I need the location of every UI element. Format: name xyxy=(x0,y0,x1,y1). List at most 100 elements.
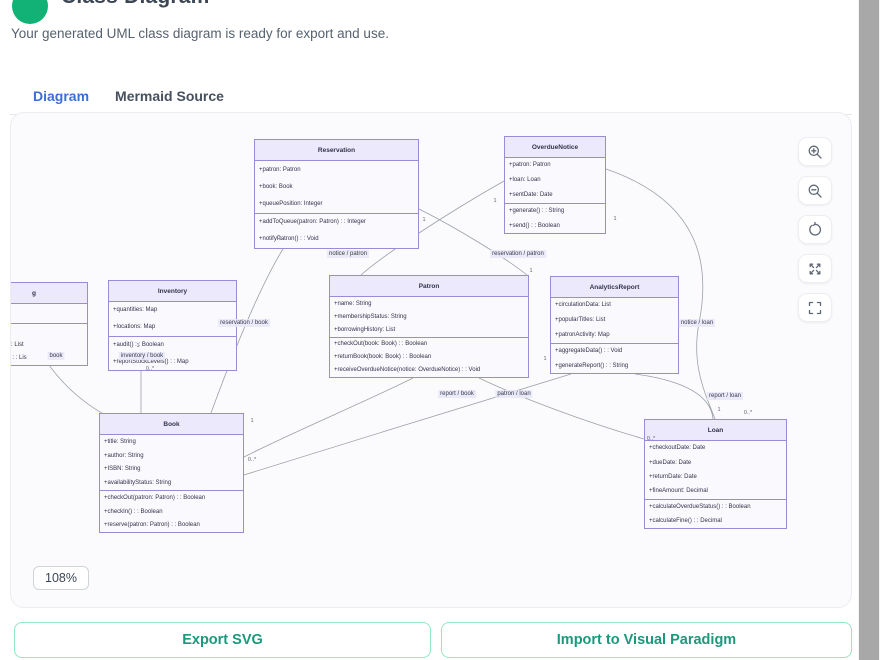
uml-attribute: +locations: Map xyxy=(113,324,156,331)
multiplicity-label: 1 xyxy=(717,407,721,413)
uml-method: +notifyPatron() : : Void xyxy=(259,236,319,243)
reset-view-button[interactable] xyxy=(798,215,832,244)
tab-mermaid-source[interactable]: Mermaid Source xyxy=(115,88,224,104)
uml-edge xyxy=(418,208,528,276)
uml-method: ing) : : Lis xyxy=(11,324,87,338)
uml-attribute: +popularTitles: List xyxy=(555,317,606,324)
uml-attribute: +name: String xyxy=(334,300,372,307)
edge-label: book xyxy=(47,352,65,360)
edge-label: inventory / book xyxy=(118,352,166,360)
uml-attribute: +fineAmount: Decimal xyxy=(649,488,708,495)
uml-method: +audit() : : Boolean xyxy=(113,341,164,348)
uml-node-title: Patron xyxy=(330,276,528,296)
tab-bar: Diagram Mermaid Source xyxy=(10,82,852,115)
diagram-canvas[interactable]: ging) : : Lis: String) : : Listct: Strin… xyxy=(10,112,852,608)
zoom-out-icon xyxy=(808,184,822,198)
multiplicity-label: 1 xyxy=(493,198,497,204)
expand-button[interactable] xyxy=(798,254,832,283)
tab-diagram[interactable]: Diagram xyxy=(20,82,103,115)
expand-icon xyxy=(809,263,821,274)
uml-method: +reserve(patron: Patron) : : Boolean xyxy=(104,522,200,529)
uml-method: +returnBook(book: Book) : : Boolean xyxy=(334,354,432,361)
uml-attribute: +borrowingHistory: List xyxy=(334,326,396,333)
uml-method: +reportStockLevels() : : Map xyxy=(113,358,189,365)
uml-attribute: +returnDate: Date xyxy=(649,474,697,481)
uml-edge xyxy=(634,373,714,420)
edge-label: patron / loan xyxy=(495,390,533,398)
edge-label: report / loan xyxy=(706,392,744,400)
multiplicity-label: 0..* xyxy=(646,436,656,442)
uml-attribute: +circulationData: List xyxy=(555,302,611,309)
uml-edge xyxy=(243,373,572,476)
uml-node-title: g xyxy=(11,283,87,303)
uml-attribute: +quantities: Map xyxy=(113,307,158,314)
zoom-out-button[interactable] xyxy=(798,176,832,205)
uml-node-patron: Patron +name: String +membershipStatus: St… xyxy=(329,275,529,378)
uml-attribute: +queuePosition: Integer xyxy=(259,201,323,208)
edge-label: report / book xyxy=(438,390,476,398)
uml-edge xyxy=(605,168,716,420)
multiplicity-label: 0..* xyxy=(247,457,257,463)
multiplicity-label: 1 xyxy=(529,268,533,274)
uml-method: +generate() : : String xyxy=(509,207,565,214)
uml-attribute: +loan: Loan xyxy=(509,177,541,184)
import-visual-paradigm-button[interactable]: Import to Visual Paradigm xyxy=(441,622,852,658)
scrollbar-thumb[interactable] xyxy=(859,0,879,660)
uml-attribute: +title: String xyxy=(104,438,136,445)
uml-attribute: +author: String xyxy=(104,452,144,459)
page-title: Class Diagram xyxy=(61,0,210,9)
uml-method: +receiveOverdueNotice(notice: OverdueNot… xyxy=(334,367,481,374)
uml-node-title: Loan xyxy=(645,420,786,440)
export-svg-button[interactable]: Export SVG xyxy=(14,622,431,658)
zoom-in-icon xyxy=(808,145,822,159)
zoom-in-button[interactable] xyxy=(798,137,832,166)
uml-node-title: Book xyxy=(100,414,243,434)
uml-node-title: Reservation xyxy=(255,140,418,160)
uml-method: +aggregateData() : : Void xyxy=(555,347,623,354)
uml-node-loan: Loan +checkoutDate: Date +dueDate: Date +re… xyxy=(644,419,787,529)
uml-attribute: +checkoutDate: Date xyxy=(649,445,706,452)
uml-method: +send() : : Boolean xyxy=(509,222,560,229)
uml-method: +checkOut(book: Book) : : Boolean xyxy=(334,341,428,348)
fullscreen-button[interactable] xyxy=(798,293,832,322)
uml-attribute: +membershipStatus: String xyxy=(334,313,407,320)
uml-node-analyticsreport: AnalyticsReport +circulationData: List +po… xyxy=(550,276,679,374)
edge-label: notice / loan xyxy=(678,319,716,327)
page-scrollbar[interactable] xyxy=(858,0,880,660)
zoom-toolbar xyxy=(798,137,832,322)
uml-edge xyxy=(478,377,645,440)
uml-method: +calculateFine() : : Decimal xyxy=(649,517,722,524)
uml-attribute: +sentDate: Date xyxy=(509,192,553,199)
edge-label: reservation / patron xyxy=(490,250,546,258)
uml-node-reservation: Reservation +patron: Patron +book: Book +qu… xyxy=(254,139,419,249)
uml-node-book: Book +title: String +author: String +ISBN: … xyxy=(99,413,244,533)
multiplicity-label: 0..* xyxy=(145,366,155,372)
uml-attribute: +patron: Patron xyxy=(259,166,301,173)
zoom-level-badge: 108% xyxy=(33,566,89,590)
uml-edge xyxy=(360,180,505,276)
uml-method: +addToQueue(patron: Patron) : : Integer xyxy=(259,219,366,226)
multiplicity-label: 1 xyxy=(250,418,254,424)
uml-node-title: AnalyticsReport xyxy=(551,277,678,297)
multiplicity-label: 1 xyxy=(613,216,617,222)
uml-attribute: +patronActivity: Map xyxy=(555,332,610,339)
multiplicity-label: 1 xyxy=(278,236,282,242)
uml-method: : String) : : List xyxy=(11,341,24,348)
uml-attribute: +patron: Patron xyxy=(509,162,551,169)
uml-attribute: +dueDate: Date xyxy=(649,459,692,466)
fullscreen-icon xyxy=(808,301,822,314)
uml-node-overduenotice: OverdueNotice+patron: Patron+loan: Loan+… xyxy=(504,136,606,234)
reset-view-icon xyxy=(809,221,821,236)
uml-node-title: Inventory xyxy=(109,281,236,301)
uml-edge xyxy=(243,377,414,458)
uml-method: +calculateOverdueStatus() : : Boolean xyxy=(649,503,751,510)
uml-method: +checkIn() : : Boolean xyxy=(104,508,163,515)
multiplicity-label: 0..* xyxy=(743,410,753,416)
page-subtitle: Your generated UML class diagram is read… xyxy=(11,26,389,41)
multiplicity-label: 1 xyxy=(136,343,140,349)
edge-label: notice / patron xyxy=(326,250,370,258)
uml-attribute: +book: Book xyxy=(259,183,293,190)
uml-attribute: +ISBN: String xyxy=(104,466,141,473)
uml-method: +checkOut(patron: Patron) : : Boolean xyxy=(104,494,206,501)
